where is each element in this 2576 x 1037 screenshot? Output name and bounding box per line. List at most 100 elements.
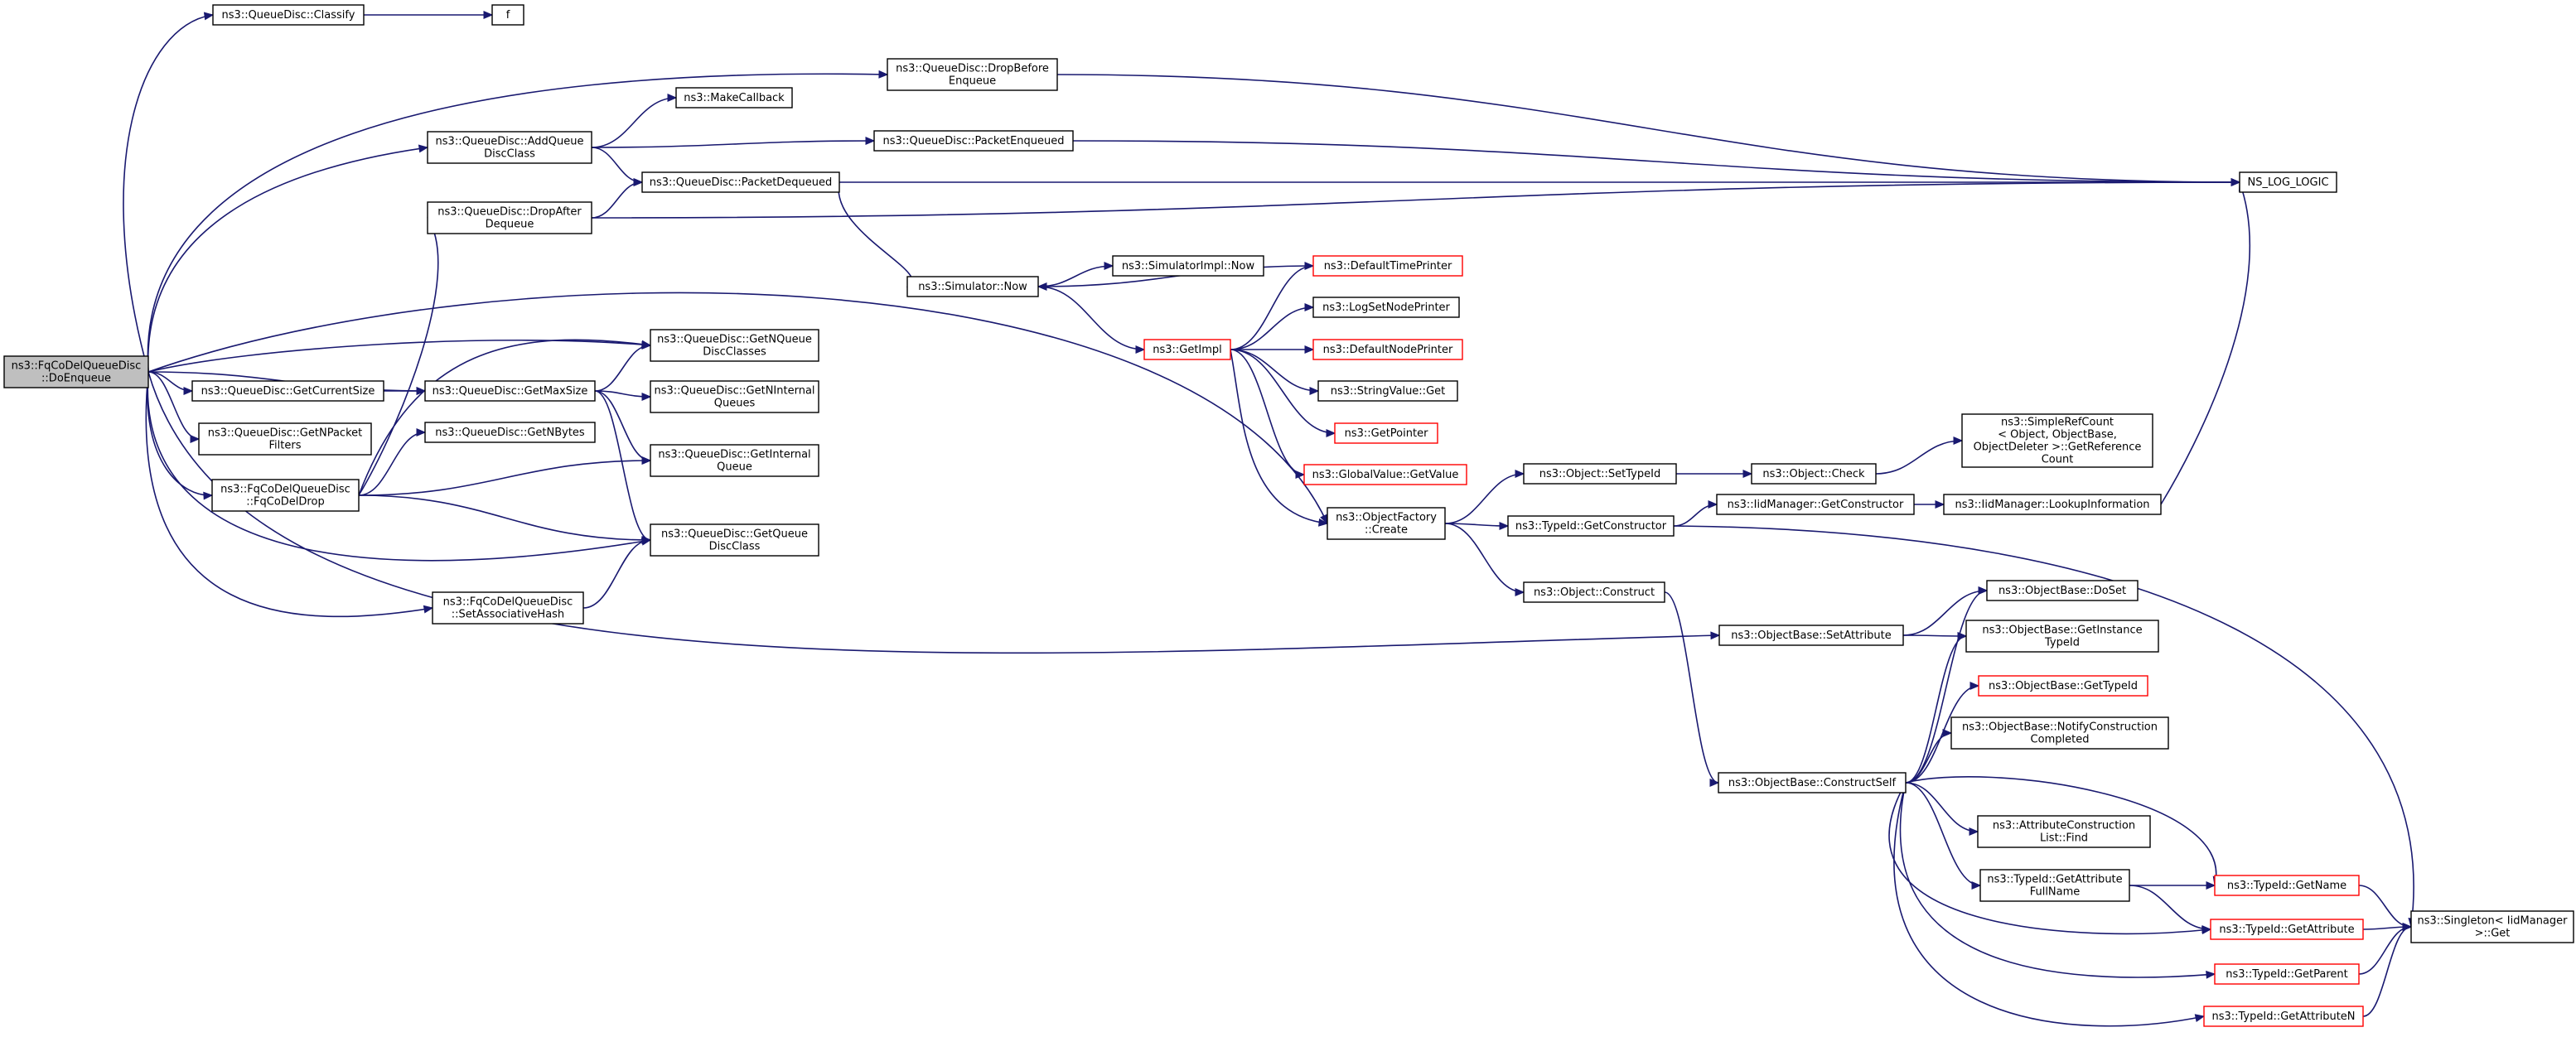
node-box — [650, 523, 819, 557]
edge-line — [582, 539, 651, 609]
edge-root-to-addQueueDiscClass — [147, 144, 429, 373]
node-objectConstruct[interactable]: ns3::Object::Construct — [1523, 581, 1665, 603]
node-typeIdGetConstructor[interactable]: ns3::TypeId::GetConstructor — [1507, 515, 1675, 537]
node-objectBaseSetAttribute[interactable]: ns3::ObjectBase::SetAttribute — [1718, 625, 1904, 646]
node-packetEnqueued[interactable]: ns3::QueueDisc::PacketEnqueued — [873, 130, 1074, 152]
node-label: DiscClasses — [703, 346, 766, 359]
edge-line — [2129, 885, 2211, 930]
node-getCurrentSize[interactable]: ns3::QueueDisc::GetCurrentSize — [191, 380, 384, 402]
node-packetDequeued[interactable]: ns3::QueueDisc::PacketDequeued — [641, 171, 840, 193]
node-label: ::SetAssociativeHash — [452, 609, 564, 621]
node-makeCallback[interactable]: ns3::MakeCallback — [675, 87, 793, 109]
node-logSetNodePrinter[interactable]: ns3::LogSetNodePrinter — [1312, 297, 1460, 318]
node-box — [1977, 815, 2151, 848]
edge-addQueueDiscClass-to-makeCallback — [591, 94, 678, 148]
node-getImpl[interactable]: ns3::GetImpl — [1143, 339, 1231, 360]
node-typeIdGetName[interactable]: ns3::TypeId::GetName — [2214, 875, 2360, 896]
node-getPointer[interactable]: ns3::GetPointer — [1334, 422, 1438, 444]
node-objectCheck[interactable]: ns3::Object::Check — [1751, 463, 1877, 485]
arrowhead-icon — [1978, 586, 1989, 595]
edge-objectCheck-to-simpleRefCount — [1875, 437, 1964, 475]
node-label: TypeId — [2044, 637, 2080, 649]
node-constructSelf[interactable]: ns3::ObjectBase::ConstructSelf — [1718, 772, 1907, 793]
edge-line — [1875, 440, 1963, 475]
node-label: DiscClass — [484, 148, 535, 161]
edge-line — [1664, 591, 1719, 784]
node-objectBaseGetTypeId[interactable]: ns3::ObjectBase::GetTypeId — [1978, 675, 2148, 697]
node-iidGetConstructor[interactable]: ns3::IidManager::GetConstructor — [1716, 494, 1915, 515]
node-box — [2210, 919, 2364, 940]
node-objectFactoryCreate[interactable]: ns3::ObjectFactory::Create — [1327, 507, 1446, 540]
node-simNow[interactable]: ns3::Simulator::Now — [906, 276, 1039, 297]
node-label: ns3::LogSetNodePrinter — [1322, 301, 1450, 314]
edge-constructSelf-to-typeIdGetAttribute — [1888, 782, 2212, 935]
edge-line — [594, 390, 651, 461]
node-nsLogLogic[interactable]: NS_LOG_LOGIC — [2239, 171, 2337, 193]
node-label: ns3::QueueDisc::GetNInternal — [654, 385, 814, 398]
node-f[interactable]: f — [491, 4, 524, 26]
node-simImplNow[interactable]: ns3::SimulatorImpl::Now — [1112, 255, 1264, 277]
node-defaultTimePrinter[interactable]: ns3::DefaultTimePrinter — [1312, 255, 1463, 277]
node-typeIdGetAttributeN[interactable]: ns3::TypeId::GetAttributeN — [2203, 1006, 2364, 1027]
edge-line — [2358, 885, 2412, 928]
edge-root-to-setAssociativeHash — [145, 371, 434, 618]
edge-line — [358, 460, 651, 496]
edge-line — [1230, 306, 1314, 350]
node-label: ns3::QueueDisc::GetMaxSize — [433, 385, 588, 398]
node-box — [1961, 413, 2153, 468]
edge-line — [1444, 523, 1525, 593]
node-box — [1334, 422, 1438, 444]
node-globalValueGetValue[interactable]: ns3::GlobalValue::GetValue — [1303, 464, 1467, 485]
node-singletonGet[interactable]: ns3::Singleton< IidManager>::Get — [2410, 910, 2574, 943]
node-label: ns3::Simulator::Now — [918, 281, 1027, 293]
node-iidLookupInformation[interactable]: ns3::IidManager::LookupInformation — [1943, 494, 2162, 515]
node-label: ns3::ObjectBase::GetTypeId — [1989, 680, 2138, 692]
edge-typeIdGetAttributeN-to-singletonGet — [2362, 923, 2413, 1017]
arrowhead-icon — [641, 393, 652, 401]
node-label: ns3::QueueDisc::GetCurrentSize — [201, 385, 375, 398]
edge-line — [1230, 265, 1314, 350]
node-box — [1751, 463, 1877, 485]
node-notifyConstructionCompleted[interactable]: ns3::ObjectBase::NotifyConstructionCompl… — [1950, 716, 2169, 750]
edge-line — [591, 181, 2240, 219]
node-label: ns3::SimpleRefCount — [2001, 417, 2114, 429]
node-typeIdGetParent[interactable]: ns3::TypeId::GetParent — [2214, 963, 2360, 985]
arrowhead-icon — [641, 456, 652, 465]
node-getNBytes[interactable]: ns3::QueueDisc::GetNBytes — [424, 422, 596, 443]
node-box — [650, 444, 819, 477]
edge-getImpl-to-defaultTimePrinter — [1230, 262, 1315, 350]
node-root[interactable]: ns3::FqCoDelQueueDisc::DoEnqueue — [3, 355, 149, 388]
node-classify[interactable]: ns3::QueueDisc::Classify — [212, 4, 365, 26]
arrowhead-icon — [1304, 262, 1315, 270]
edge-line — [594, 390, 651, 541]
node-stringValueGet[interactable]: ns3::StringValue::Get — [1317, 380, 1458, 402]
node-objectSetTypeId[interactable]: ns3::Object::SetTypeId — [1523, 463, 1677, 485]
edge-line — [145, 371, 433, 618]
node-label: DiscClass — [709, 541, 761, 553]
node-getMaxSize[interactable]: ns3::QueueDisc::GetMaxSize — [424, 380, 596, 402]
node-objectBaseDoSet[interactable]: ns3::ObjectBase::DoSet — [1986, 580, 2139, 601]
node-defaultNodePrinter[interactable]: ns3::DefaultNodePrinter — [1312, 339, 1463, 360]
node-box — [1523, 463, 1677, 485]
node-box — [1312, 339, 1463, 360]
edge-objectSetTypeId-to-objectCheck — [1675, 470, 1753, 478]
node-simpleRefCount[interactable]: ns3::SimpleRefCount< Object, ObjectBase,… — [1961, 413, 2153, 468]
node-fqCoDelDrop[interactable]: ns3::FqCoDelQueueDisc::FqCoDelDrop — [211, 479, 360, 512]
node-typeIdGetAttribute[interactable]: ns3::TypeId::GetAttribute — [2210, 919, 2364, 940]
node-setAssociativeHash[interactable]: ns3::FqCoDelQueueDisc::SetAssociativeHas… — [432, 591, 584, 625]
arrowhead-icon — [190, 435, 201, 443]
edge-getMaxSize-to-getNInternalQueues — [594, 390, 652, 401]
edge-constructSelf-to-typeIdGetParent — [1899, 782, 2216, 979]
